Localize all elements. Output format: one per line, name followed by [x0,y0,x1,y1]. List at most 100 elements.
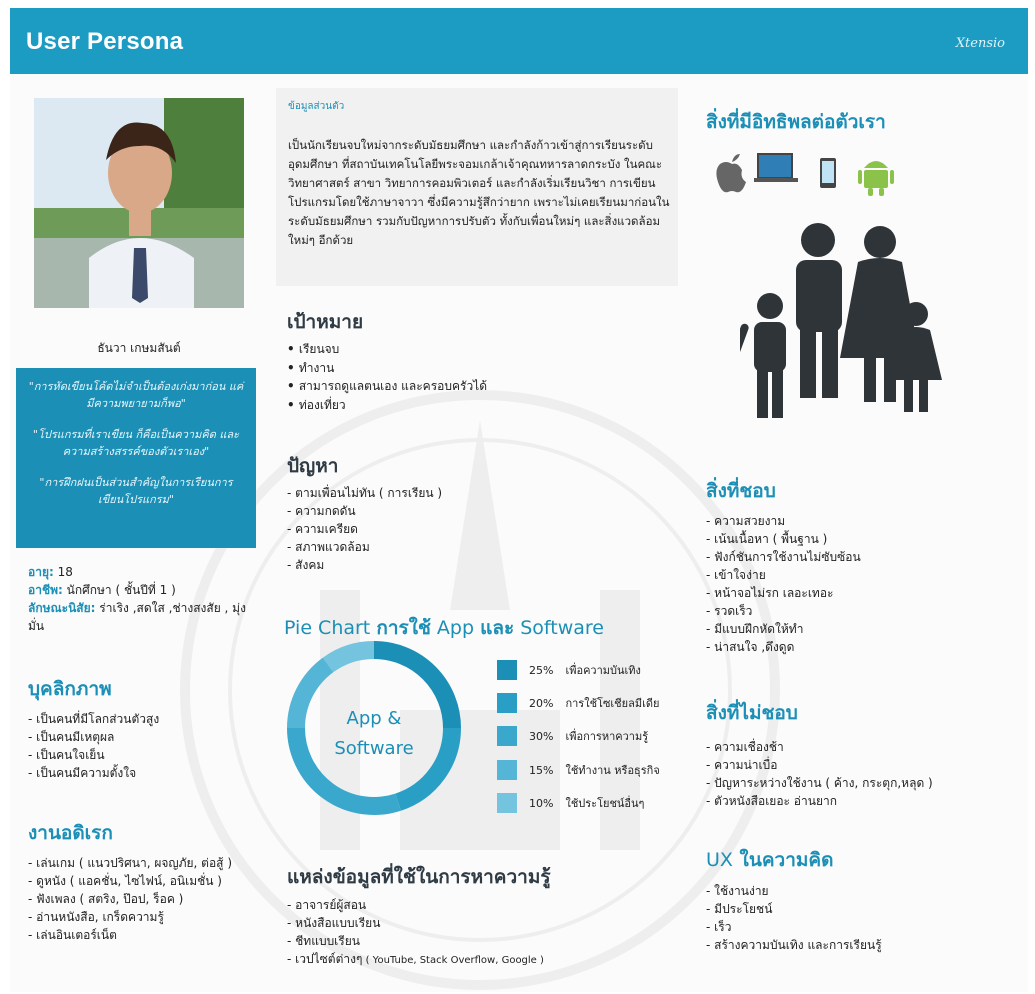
list-item: เป็นคนใจเย็น [28,746,268,764]
list-item: เป็นคนที่มีโลกส่วนตัวสูง [28,710,268,728]
pie-slice [287,657,334,729]
chart-title-part2: การใช้ [376,617,431,639]
legend-swatch [497,726,517,746]
legend-swatch [497,660,517,680]
list-item: ท่องเที่ยว [287,396,587,415]
list-item: ทำงาน [287,359,587,378]
list-item: เร็ว [706,918,1006,936]
list-item: ดูหนัง ( แอคชั่น, ไซไฟน์, อนิเมชั่น ) [28,872,273,890]
job-value: นักศึกษา ( ชั้นปีที่ 1 ) [66,583,176,597]
list-item: ความสวยงาม [706,512,1006,530]
pie-slice [322,641,375,673]
chart-center-line1: App & [346,708,402,729]
hobbies-list: เล่นเกม ( แนวปริศนา, ผจญภัย, ต่อสู้ ) ดู… [28,854,273,944]
page-title: User Persona [26,28,184,55]
list-item: เข้าใจง่าย [706,566,1006,584]
trait-label: ลักษณะนิสัย: [28,601,96,615]
list-item: ความเครียด [287,520,587,538]
list-item: น่าสนใจ ,ดึงดูด [706,638,1006,656]
android-icon [858,161,894,196]
pie-slice [395,727,461,811]
ux-heading: UX ในความคิด [706,845,833,875]
quote-2: "โปรแกรมที่เราเขียน ก็คือเป็นความคิด และ… [32,428,240,458]
brand-logo: Xtensio [955,36,1005,51]
chart-title-part1: Pie Chart [284,617,377,639]
legend-item: 15% ใช้ทำงาน หรือธุรกิจ [497,760,660,780]
persona-photo [34,98,244,308]
list-item: ปัญหาระหว่างใช้งาน ( ค้าง, กระตุก,หลุด ) [706,774,1016,792]
legend-item: 25%เพื่อความบันเทิง [497,660,641,680]
problems-list: ตามเพื่อนไม่ทัน ( การเรียน ) ความกดดัน ค… [287,484,587,574]
chart-title-part5: Software [514,617,604,639]
legend-value: 30% [529,729,554,743]
list-item: อ่านหนังสือ, เกร็ดความรู้ [28,908,273,926]
list-item: รวดเร็ว [706,602,1006,620]
likes-heading: สิ่งที่ชอบ [706,480,776,502]
legend-value: 15% [529,763,554,777]
header-bar [10,8,1028,74]
trait-row: ลักษณะนิสัย: ร่าเริง ,สดใส ,ช่างสงสัย , … [28,599,258,635]
legend-value: 10% [529,796,554,810]
ux-heading-a: UX [706,849,733,871]
job-label: อาชีพ: [28,583,63,597]
device-icons [716,153,894,196]
legend-label: เพื่อความบันเทิง [565,664,641,677]
persona-meta: อายุ: 18 อาชีพ: นักศึกษา ( ชั้นปีที่ 1 )… [28,563,258,635]
family-icon [740,223,942,418]
problems-heading: ปัญหา [287,455,339,477]
list-item: สภาพแวดล้อม [287,538,587,556]
list-item: เน้นเนื้อหา ( พื้นฐาน ) [706,530,1006,548]
influences-heading: สิ่งที่มีอิทธิพลต่อตัวเรา [706,111,886,133]
chart-title-part4: และ [480,617,515,639]
pie-chart [287,641,461,815]
dislikes-heading: สิ่งที่ไม่ชอบ [706,702,798,724]
list-item: หน้าจอไม่รก เลอะเทอะ [706,584,1006,602]
persona-name: ธันวา เกษมสันต์ [97,341,181,355]
sources-list: อาจารย์ผู้สอน หนังสือแบบเรียน ชีทแบบเรีย… [287,896,617,970]
list-item: เวปไซต์ต่างๆ ( YouTube, Stack Overflow, … [287,950,617,970]
legend-label: เพื่อการหาความรู้ [565,730,649,743]
pie-slice [373,641,461,729]
age-label: อายุ: [28,565,54,579]
list-item: ความกดดัน [287,502,587,520]
bio-label: ข้อมูลส่วนตัว [288,101,345,112]
list-item: เล่นเกม ( แนวปริศนา, ผจญภัย, ต่อสู้ ) [28,854,273,872]
legend-item: 20% การใช้โซเชียลมีเดีย [497,693,659,713]
list-item: สังคม [287,556,587,574]
dislikes-list: ความเชื่องช้า ความน่าเบื่อ ปัญหาระหว่างใ… [706,738,1016,810]
bio-box [276,88,678,286]
legend-swatch [497,793,517,813]
list-item: เป็นคนมีความตั้งใจ [28,764,268,782]
list-item: สร้างความบันเทิง และการเรียนรู้ [706,936,1006,954]
source-web: เวปไซต์ต่างๆ [295,952,363,966]
list-item: ใช้งานง่าย [706,882,1006,900]
list-item: ชีทแบบเรียน [287,932,617,950]
list-item: เป็นคนมีเหตุผล [28,728,268,746]
legend-label: ใช้ทำงาน หรือธุรกิจ [565,764,660,777]
ux-heading-b: ในความคิด [732,849,834,871]
legend-label: การใช้โซเชียลมีเดีย [565,697,660,710]
likes-list: ความสวยงาม เน้นเนื้อหา ( พื้นฐาน ) ฟังก์… [706,512,1006,656]
job-row: อาชีพ: นักศึกษา ( ชั้นปีที่ 1 ) [28,581,258,599]
legend-label: ใช้ประโยชน์อื่นๆ [565,797,645,810]
chart-title: Pie Chart การใช้ App และ Software [284,613,604,643]
list-item: อาจารย์ผู้สอน [287,896,617,914]
source-web-note: ( YouTube, Stack Overflow, Google ) [362,955,544,966]
sources-heading: แหล่งข้อมูลที่ใช้ในการหาความรู้ [287,866,551,888]
legend-value: 20% [529,696,554,710]
list-item: ฟังก์ชันการใช้งานไม่ซับซ้อน [706,548,1006,566]
chart-center-line2: Software [334,738,414,759]
quote-box: "การหัดเขียนโค้ดไม่จำเป็นต้องเก่งมาก่อน … [16,368,256,548]
pie-slice [287,727,401,815]
goals-heading: เป้าหมาย [287,311,364,333]
list-item: สามารถดูแลตนเอง และครอบครัวได้ [287,377,587,396]
chart-center-label: App & Software [286,704,462,764]
persona-portrait-icon [34,98,244,308]
personality-list: เป็นคนที่มีโลกส่วนตัวสูง เป็นคนมีเหตุผล … [28,710,268,782]
age-value: 18 [57,565,73,579]
list-item: มีประโยชน์ [706,900,1006,918]
legend-swatch [497,760,517,780]
age-row: อายุ: 18 [28,563,258,581]
legend-swatch [497,693,517,713]
legend-item: 30% เพื่อการหาความรู้ [497,726,648,746]
